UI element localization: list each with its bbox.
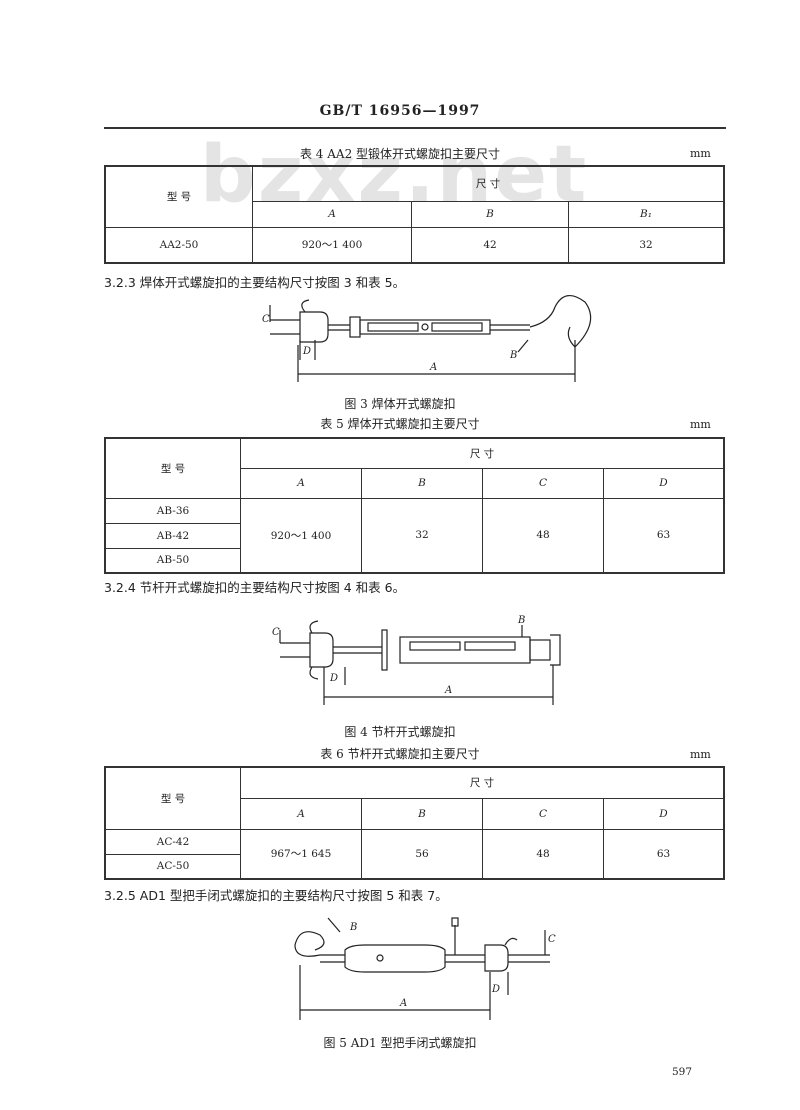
table-row: AC-50 [104,853,724,880]
cell-d: 63 [603,497,725,574]
table6-caption: 表 6 节杆开式螺旋扣主要尺寸 [320,747,480,761]
section-3-2-5: 3.2.5 AD1 型把手闭式螺旋扣的主要结构尺寸按图 5 和表 7。 [104,888,448,903]
dim-a: A [399,998,407,1009]
cell-b1: 32 [568,226,725,264]
cell-model: AC-42 [104,828,241,855]
dim-c: C [262,314,270,325]
table5-caption: 表 5 焊体开式螺旋扣主要尺寸 [320,417,480,431]
cell-c: 48 [482,828,604,880]
table6: 型 号 尺 寸 A B C D AC-42 967～1 645 56 48 63… [104,766,725,880]
cell-d: 63 [603,828,725,880]
figure-4-caption: 图 4 节杆开式螺旋扣 [344,725,456,739]
col-model: 型 号 [104,437,241,499]
table-row: AA2-50 920～1 400 42 32 [104,226,725,264]
dim-b: B [349,922,357,933]
col-a: A [240,467,362,499]
col-group: 尺 寸 [240,437,725,469]
table4: 型 号 尺 寸 A B B₁ AA2-50 920～1 400 42 32 [104,165,725,264]
figure-5-caption: 图 5 AD1 型把手闭式螺旋扣 [323,1036,477,1050]
dim-a: A [444,685,452,696]
cell-a: 920～1 400 [240,497,362,574]
table-row: AC-42 967～1 645 56 48 63 [104,828,725,880]
figure-3-caption: 图 3 焊体开式螺旋扣 [344,397,456,411]
table4-caption: 表 4 AA2 型锻体开式螺旋扣主要尺寸 [299,147,501,161]
cell-a: 967～1 645 [240,828,362,880]
dim-d: D [329,673,338,684]
cell-b: 56 [361,828,483,880]
header-rule [104,127,726,129]
cell-model: AB-50 [104,547,241,574]
section-3-2-3: 3.2.3 焊体开式螺旋扣的主要结构尺寸按图 3 和表 5。 [104,275,406,290]
figure-4-drawing: C D B A [272,615,561,705]
col-a: A [252,200,412,228]
col-model: 型 号 [104,165,253,228]
dim-c: C [548,934,556,945]
table-row: AB-50 [104,547,724,574]
table5-unit: mm [690,418,711,431]
cell-a: 920～1 400 [252,226,412,264]
dim-d: D [302,346,311,357]
col-d: D [603,467,725,499]
figure-5-drawing: B C D A [294,917,556,1020]
table-row: AB-42 [104,522,724,549]
dim-d: D [491,984,500,995]
figure-3-drawing: C D B A [262,295,592,382]
dim-a: A [429,362,437,373]
cell-b: 42 [411,226,569,264]
col-b1: B₁ [568,200,725,228]
col-group: 尺 寸 [240,766,725,799]
col-model: 型 号 [104,766,241,830]
cell-b: 32 [361,497,483,574]
cell-c: 48 [482,497,604,574]
col-b: B [411,200,569,228]
col-a: A [240,797,362,830]
cell-model: AC-50 [104,853,241,880]
col-b: B [361,797,483,830]
section-3-2-4: 3.2.4 节杆开式螺旋扣的主要结构尺寸按图 4 和表 6。 [104,580,406,595]
cell-model: AB-42 [104,522,241,549]
table6-unit: mm [690,748,711,761]
table-row: AB-36 920～1 400 32 48 63 [104,497,725,574]
col-c: C [482,797,604,830]
col-c: C [482,467,604,499]
dim-b: B [509,350,517,361]
dim-c: C [272,627,280,638]
col-b: B [361,467,483,499]
table4-unit: mm [690,147,711,160]
dim-b: B [517,615,525,626]
col-d: D [603,797,725,830]
cell-model: AA2-50 [104,226,253,264]
col-group: 尺 寸 [252,165,725,202]
table5: 型 号 尺 寸 A B C D AB-36 920～1 400 32 48 63… [104,437,725,574]
page-number: 597 [672,1066,693,1078]
standard-number: GB/T 16956—1997 [319,103,481,119]
cell-model: AB-36 [104,497,241,524]
